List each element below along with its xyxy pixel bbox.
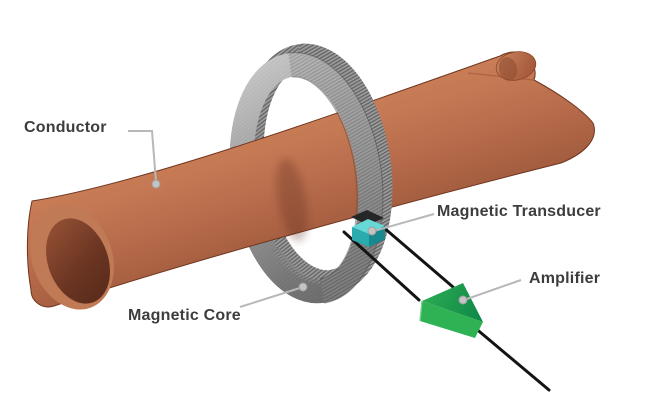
leader-lines — [128, 130, 522, 308]
conductor-leader-line — [128, 130, 157, 183]
transducer-side-face — [369, 226, 385, 247]
wire-transducer-a — [381, 225, 455, 289]
amplifier-leader-line — [463, 279, 522, 301]
magnetic-core-leader-line — [239, 286, 304, 308]
conductor-tube — [26, 51, 595, 310]
wire-transducer-b — [342, 230, 421, 302]
core-shadow-on-tube — [276, 158, 308, 242]
conductor-end-lip-shadow — [498, 57, 518, 81]
amplifier-top-face — [422, 283, 483, 322]
conductor-label: Conductor — [24, 119, 107, 136]
amplifier-left-edge — [419, 300, 423, 322]
conductor-body — [26, 51, 595, 308]
amplifier-label: Amplifier — [529, 270, 601, 287]
magnetic-core-label: Magnetic Core — [128, 307, 241, 324]
magnetic-transducer-label: Magnetic Transducer — [437, 203, 601, 220]
magnetic-transducer-leader-dot — [367, 226, 377, 236]
leader-dots — [151, 179, 468, 305]
amplifier-wedge — [419, 283, 483, 338]
magnetic-transducer-leader-line — [373, 213, 435, 232]
magnetic-transducer-block — [351, 210, 385, 247]
conductor-mouth-inner — [46, 218, 110, 304]
signal-wires — [342, 225, 551, 392]
amplifier-leader-dot — [458, 295, 468, 305]
magnetic-core-leader-dot — [298, 282, 308, 292]
conductor-leader-dot — [151, 179, 161, 189]
magnetic-core-front-arc — [273, 43, 393, 304]
transducer-top-face — [352, 219, 385, 234]
wire-amplifier-output — [472, 325, 551, 392]
transducer-front-face — [352, 227, 369, 247]
core-gap-cut-face — [351, 210, 384, 225]
amplifier-front-face — [420, 301, 483, 338]
